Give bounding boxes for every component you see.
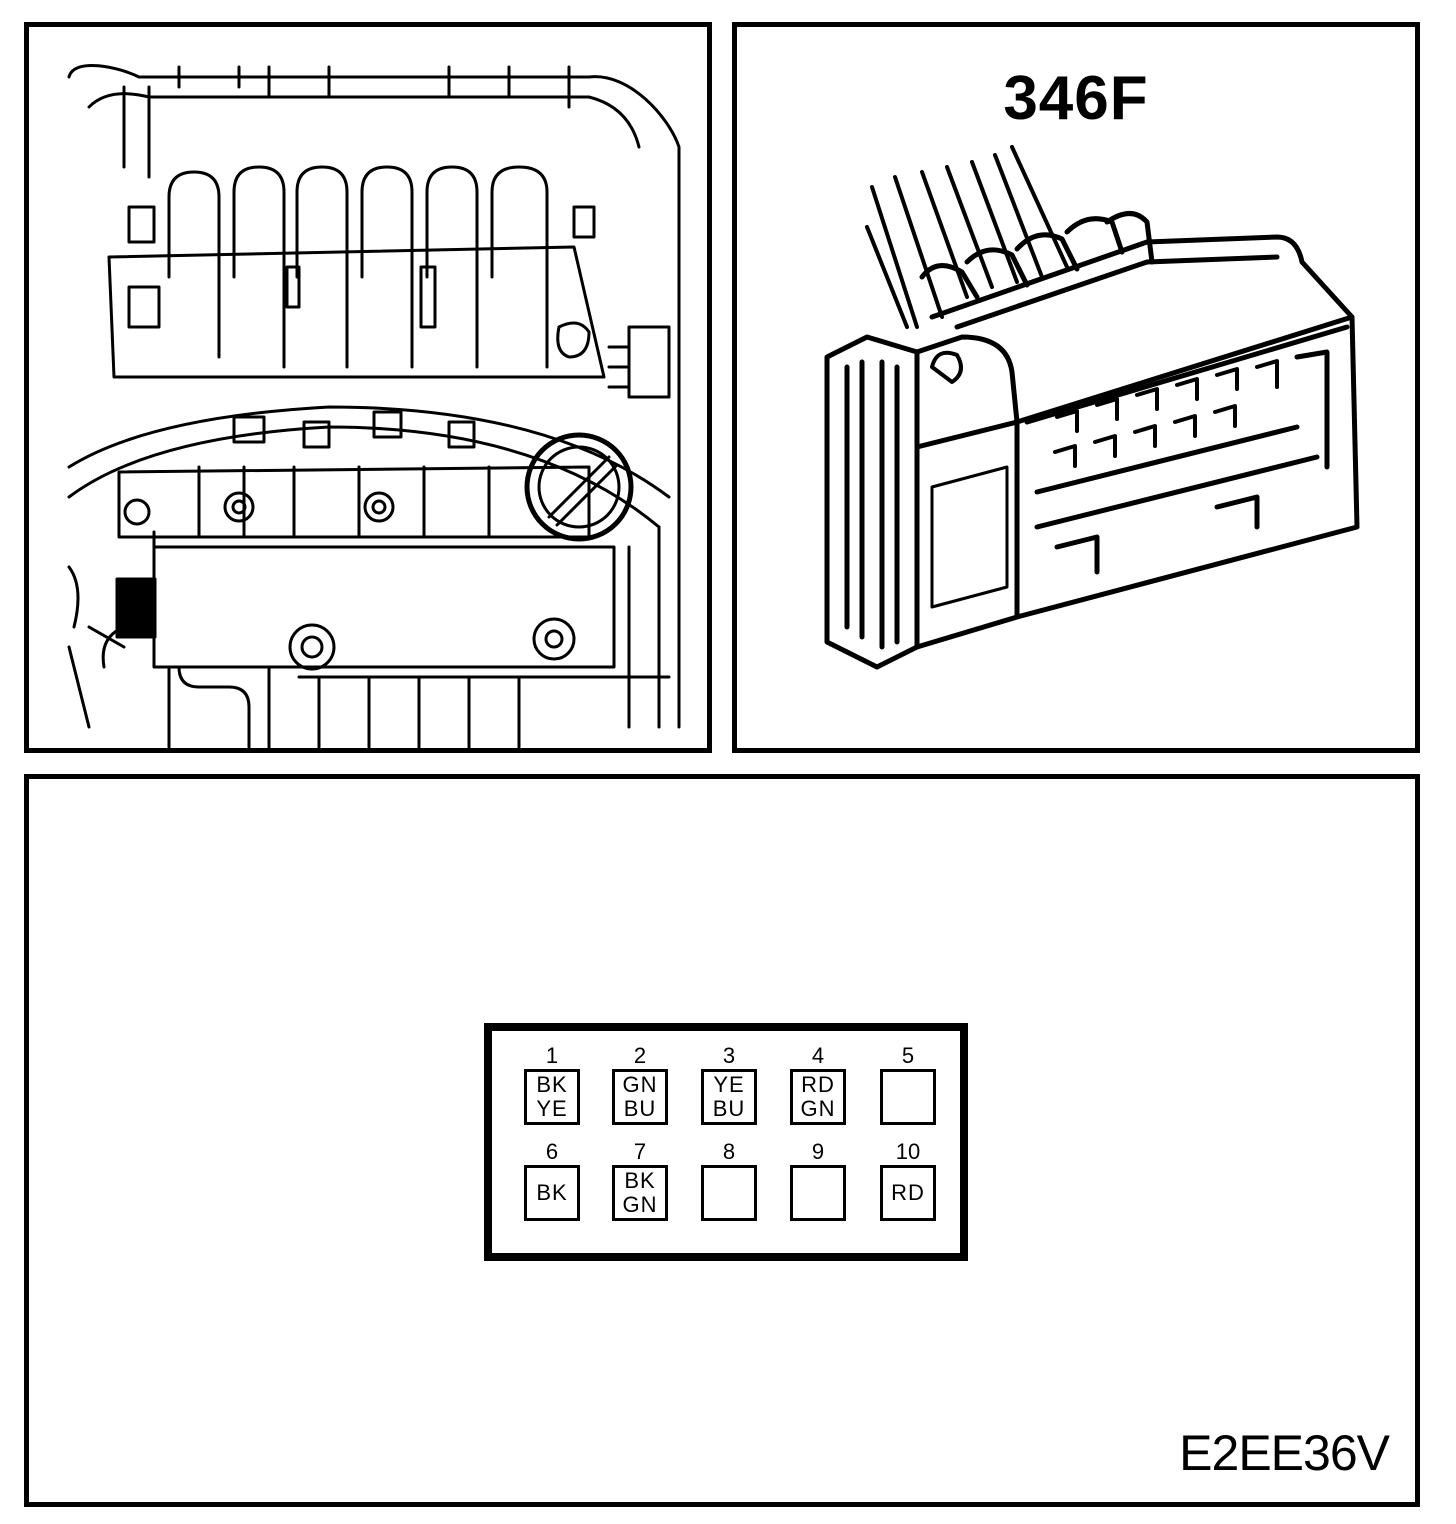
wire-color: BK [536, 1072, 568, 1097]
wire-color: BK [624, 1168, 656, 1193]
wire-color: BU [623, 1096, 657, 1121]
pin-cavity: BK GN [612, 1165, 668, 1221]
connector-pinout-grid: 1 BK YE 2 GN BU 3 YE BU 4 RD GN [484, 1023, 968, 1261]
pin-cavity-empty [790, 1165, 846, 1221]
pin-cavity: RD [880, 1165, 936, 1221]
pin-number: 1 [545, 1043, 559, 1068]
pin-cavity-empty [880, 1069, 936, 1125]
pin-7: 7 BK GN [610, 1141, 670, 1221]
pin-cavity: RD GN [790, 1069, 846, 1125]
pin-cavity: BK [524, 1165, 580, 1221]
pin-cavity: BK YE [524, 1069, 580, 1125]
pin-cavity: GN BU [612, 1069, 668, 1125]
pin-9: 9 [788, 1141, 848, 1221]
pin-number: 7 [633, 1139, 647, 1164]
pin-number: 9 [811, 1139, 825, 1164]
wire-color: GN [800, 1096, 836, 1121]
figure-code: E2EE36V [1179, 1425, 1390, 1481]
pin-5: 5 [878, 1045, 938, 1125]
wire-color: YE [536, 1096, 568, 1121]
engine-bay-location-illustration [67, 63, 681, 748]
pin-number: 3 [722, 1043, 736, 1068]
pin-cavity: YE BU [701, 1069, 757, 1125]
location-panel [24, 22, 712, 753]
pin-number: 4 [811, 1043, 825, 1068]
pin-10: 10 RD [878, 1141, 938, 1221]
pin-number: 2 [633, 1043, 647, 1068]
pin-1: 1 BK YE [522, 1045, 582, 1125]
pin-cavity-empty [701, 1165, 757, 1221]
pin-2: 2 GN BU [610, 1045, 670, 1125]
wire-color: BU [712, 1096, 746, 1121]
connector-panel: 346F [732, 22, 1420, 753]
pin-3: 3 YE BU [699, 1045, 759, 1125]
pin-number: 6 [545, 1139, 559, 1164]
pinout-panel: 1 BK YE 2 GN BU 3 YE BU 4 RD GN [24, 774, 1420, 1507]
wire-color: BK [536, 1180, 568, 1205]
pin-number: 10 [895, 1139, 921, 1164]
wire-color: GN [622, 1072, 658, 1097]
connector-illustration [824, 145, 1360, 670]
pin-4: 4 RD GN [788, 1045, 848, 1125]
pin-number: 8 [722, 1139, 736, 1164]
wire-color: YE [713, 1072, 745, 1097]
wire-color: GN [622, 1192, 658, 1217]
wire-color: RD [891, 1180, 925, 1205]
pin-number: 5 [901, 1043, 915, 1068]
pin-8: 8 [699, 1141, 759, 1221]
pin-6: 6 BK [522, 1141, 582, 1221]
connector-id-label: 346F [1003, 64, 1149, 133]
wire-color: RD [801, 1072, 835, 1097]
